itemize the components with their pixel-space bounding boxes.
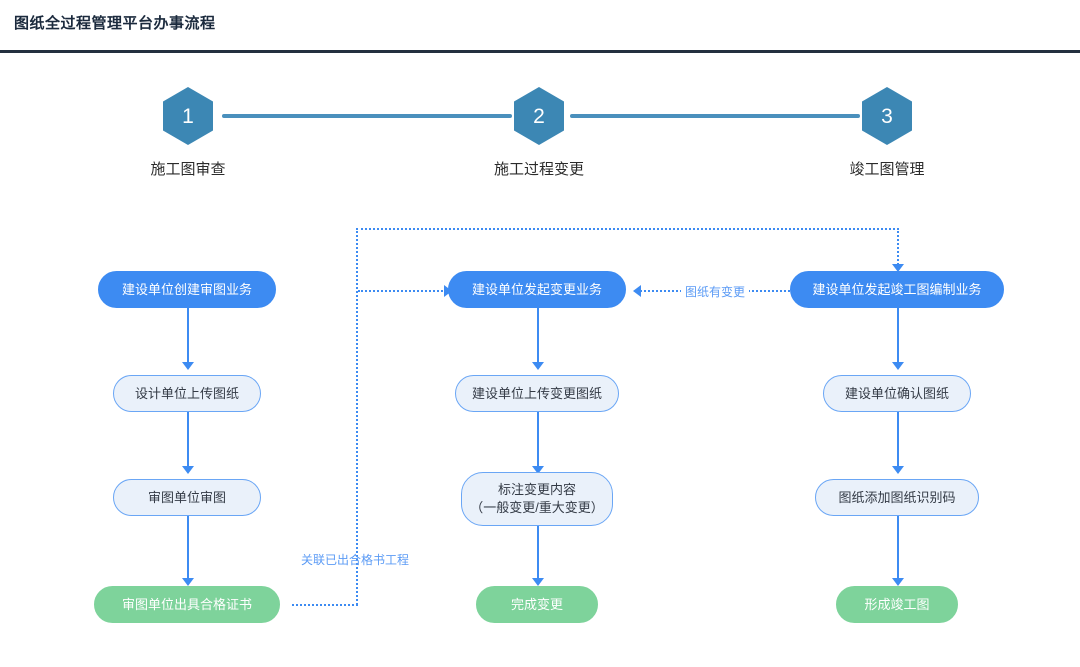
step-1-label: 施工图审查 (150, 161, 226, 178)
step-3-label: 竣工图管理 (849, 161, 925, 178)
step-2-hexagon-icon: 2 (514, 87, 564, 145)
arrow-c1n1-c1n2 (182, 362, 194, 370)
step-bar-2-3 (570, 114, 860, 118)
node-c3n1[interactable]: 建设单位发起竣工图编制业务 (790, 271, 1004, 308)
arrow-c2n1-c2n2 (532, 362, 544, 370)
step-1-number: 1 (182, 104, 194, 128)
node-c3n2[interactable]: 建设单位确认图纸 (823, 375, 971, 412)
node-c2n3-line2: （一般变更/重大变更） (470, 500, 604, 515)
edge-label-link-certified-project: 关联已出合格书工程 (300, 553, 410, 567)
node-c2n4[interactable]: 完成变更 (476, 586, 598, 623)
connector-c2n1-c2n2 (537, 308, 539, 364)
arrow-c3n3-c3n4 (892, 578, 904, 586)
node-c1n3[interactable]: 审图单位审图 (113, 479, 261, 516)
dotted-c3n1-to-c2n1 (640, 290, 790, 292)
step-1-hexagon-icon: 1 (163, 87, 213, 145)
connector-c3n3-c3n4 (897, 516, 899, 580)
connector-c1n1-c1n2 (187, 308, 189, 364)
dotted-top-rail (356, 228, 899, 230)
dotted-riser-left (356, 228, 358, 605)
node-c1n1[interactable]: 建设单位创建审图业务 (98, 271, 276, 308)
node-c2n3-line1: 标注变更内容 (497, 482, 576, 498)
connector-c3n1-c3n2 (897, 308, 899, 364)
node-c1n2[interactable]: 设计单位上传图纸 (113, 375, 261, 412)
page-title: 图纸全过程管理平台办事流程 (14, 15, 216, 32)
node-c3n3[interactable]: 图纸添加图纸识别码 (815, 479, 979, 516)
dotted-descender-to-c3n1 (897, 228, 899, 268)
step-header: 1 施工图审查 2 施工过程变更 3 竣工图管理 (0, 0, 1080, 190)
dotted-riser-to-c2n1 (358, 290, 446, 292)
edge-label-drawing-changed: 图纸有变更 (680, 283, 750, 300)
connector-c2n2-c2n3 (537, 412, 539, 468)
step-bar-1-2 (222, 114, 512, 118)
node-c2n1[interactable]: 建设单位发起变更业务 (448, 271, 626, 308)
connector-c2n3-c2n4 (537, 526, 539, 580)
connector-c1n2-c1n3 (187, 412, 189, 468)
node-c2n3[interactable]: 标注变更内容 （一般变更/重大变更） (461, 472, 613, 526)
arrow-c1n3-c1n4 (182, 578, 194, 586)
arrow-c1n2-c1n3 (182, 466, 194, 474)
arrow-into-c2n1-right (633, 285, 641, 297)
node-c3n4[interactable]: 形成竣工图 (836, 586, 958, 623)
connector-c3n2-c3n3 (897, 412, 899, 468)
step-2-label: 施工过程变更 (493, 161, 585, 178)
arrow-c2n3-c2n4 (532, 578, 544, 586)
arrow-c3n1-c3n2 (892, 362, 904, 370)
node-c1n4[interactable]: 审图单位出具合格证书 (94, 586, 280, 623)
step-2-number: 2 (533, 104, 545, 128)
title-divider (0, 50, 1080, 53)
step-3-hexagon-icon: 3 (862, 87, 912, 145)
node-c2n3-text: 标注变更内容 （一般变更/重大变更） (470, 481, 604, 516)
node-c2n2[interactable]: 建设单位上传变更图纸 (455, 375, 619, 412)
arrow-c3n2-c3n3 (892, 466, 904, 474)
dotted-cert-to-riser (292, 604, 358, 606)
connector-c1n3-c1n4 (187, 516, 189, 580)
step-3-number: 3 (881, 104, 893, 128)
